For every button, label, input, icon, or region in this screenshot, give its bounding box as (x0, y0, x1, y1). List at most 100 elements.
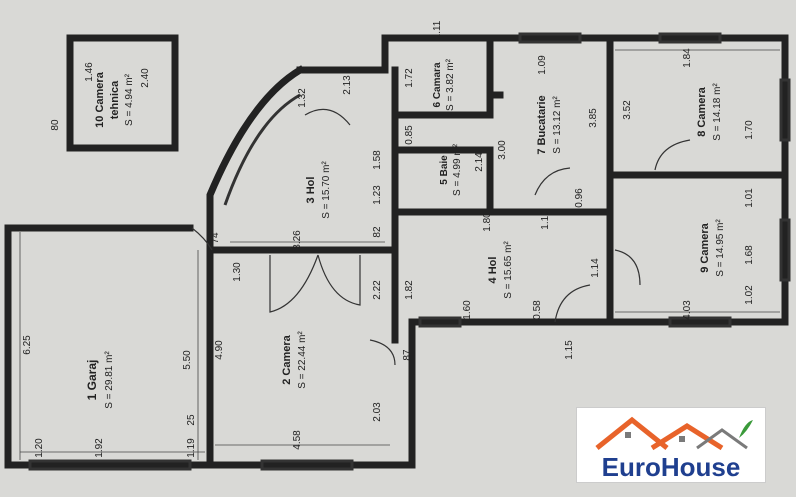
svg-text:1.58: 1.58 (372, 150, 383, 170)
svg-text:3.26: 3.26 (292, 230, 303, 250)
svg-text:1.15: 1.15 (564, 340, 575, 360)
window (260, 459, 354, 471)
window (779, 78, 791, 142)
svg-text:8 Camera: 8 Camera (696, 86, 708, 136)
svg-text:3 Hol: 3 Hol (305, 177, 317, 204)
door-swing (554, 284, 591, 323)
svg-text:3.52: 3.52 (622, 100, 633, 120)
svg-text:1.84: 1.84 (682, 48, 693, 68)
door-swing (369, 339, 396, 366)
svg-text:1.11: 1.11 (432, 20, 443, 39)
room-1-garage: 1 Garaj S = 29.81 m² (85, 351, 115, 409)
window (779, 218, 791, 282)
svg-text:7 Bucatarie: 7 Bucatarie (536, 95, 548, 154)
window (28, 459, 192, 471)
room-9-camera: 9 Camera S = 14.95 m² (699, 219, 726, 277)
svg-text:S = 14.18 m²: S = 14.18 m² (712, 83, 723, 141)
svg-text:1.14: 1.14 (590, 258, 601, 278)
svg-text:1.02: 1.02 (744, 285, 755, 305)
svg-text:4.58: 4.58 (292, 430, 303, 450)
svg-text:1.23: 1.23 (372, 185, 383, 205)
hall-left-wall (206, 65, 305, 244)
svg-text:S = 29.81 m²: S = 29.81 m² (104, 351, 115, 409)
door-swing (269, 254, 319, 313)
svg-text:25: 25 (186, 414, 197, 426)
svg-text:5 Baie: 5 Baie (439, 155, 450, 185)
svg-text:S = 22.44 m²: S = 22.44 m² (297, 331, 308, 389)
svg-text:tehnica: tehnica (109, 80, 121, 119)
svg-text:2 Camera: 2 Camera (281, 334, 293, 384)
room-8-camera: 8 Camera S = 14.18 m² (696, 83, 723, 141)
svg-text:0.58: 0.58 (532, 300, 543, 320)
door-swing (317, 254, 361, 306)
svg-text:82: 82 (372, 226, 383, 238)
window (518, 32, 582, 44)
svg-text:1 Garaj: 1 Garaj (85, 360, 99, 401)
room-10-camera-tehnica: 10 Camera tehnica S = 4.94 m² (94, 71, 135, 128)
svg-text:74: 74 (210, 232, 221, 244)
svg-text:2.03: 2.03 (372, 402, 383, 422)
svg-text:3.85: 3.85 (588, 108, 599, 128)
eurohouse-logo: EuroHouse (576, 407, 766, 483)
svg-text:1.32: 1.32 (297, 88, 308, 108)
svg-text:87: 87 (402, 349, 413, 361)
svg-text:5.50: 5.50 (182, 350, 193, 370)
svg-text:2.13: 2.13 (342, 75, 353, 95)
house-roof-icon (595, 416, 753, 451)
room-6-camara: 6 Camara S = 3.82 m² (432, 58, 456, 111)
svg-text:1.60: 1.60 (462, 300, 473, 320)
svg-text:0.96: 0.96 (574, 188, 585, 208)
svg-text:4.90: 4.90 (214, 340, 225, 360)
svg-text:S = 15.70 m²: S = 15.70 m² (321, 161, 332, 219)
room-5-baie: 5 Baie S = 4.99 m² (439, 143, 463, 196)
svg-text:S = 13.12 m²: S = 13.12 m² (552, 96, 563, 154)
svg-text:10 Camera: 10 Camera (94, 71, 106, 128)
svg-text:2.22: 2.22 (372, 280, 383, 300)
svg-text:1.30: 1.30 (232, 262, 243, 282)
svg-text:S = 4.94 m²: S = 4.94 m² (124, 73, 135, 126)
svg-text:0.85: 0.85 (404, 125, 415, 145)
svg-text:1.01: 1.01 (744, 188, 755, 208)
bath-wall (391, 146, 494, 216)
pantry-wall (391, 36, 494, 119)
svg-text:S = 4.99 m²: S = 4.99 m² (452, 143, 463, 196)
svg-text:1.09: 1.09 (537, 55, 548, 75)
logo-wordmark: EuroHouse (601, 452, 741, 482)
door-swing (654, 139, 691, 171)
svg-text:1.46: 1.46 (84, 62, 95, 82)
svg-text:80: 80 (50, 119, 61, 131)
svg-text:4 Hol: 4 Hol (487, 257, 499, 284)
room-2-camera: 2 Camera S = 22.44 m² (281, 331, 308, 389)
svg-text:9 Camera: 9 Camera (699, 222, 711, 272)
svg-text:S = 3.82 m²: S = 3.82 m² (445, 58, 456, 111)
dimension-labels: 6.25 5.50 4.90 1.20 1.92 1.19 4.58 2.03 … (22, 20, 755, 458)
svg-text:1.20: 1.20 (34, 438, 45, 458)
svg-text:1.82: 1.82 (404, 280, 415, 300)
svg-text:3.00: 3.00 (497, 140, 508, 160)
svg-text:2.14: 2.14 (474, 152, 485, 172)
svg-text:1.72: 1.72 (404, 68, 415, 88)
svg-text:1.10: 1.10 (540, 210, 551, 230)
svg-text:6 Camara: 6 Camara (432, 62, 443, 107)
room-7-bucatarie: 7 Bucatarie S = 13.12 m² (536, 95, 563, 154)
window (658, 32, 722, 44)
svg-text:1.70: 1.70 (744, 120, 755, 140)
svg-text:S = 14.95 m²: S = 14.95 m² (715, 219, 726, 277)
window (418, 316, 462, 328)
door-swing (614, 249, 641, 286)
door-swing (304, 108, 351, 126)
svg-text:4.03: 4.03 (682, 300, 693, 320)
room-4-hol: 4 Hol S = 15.65 m² (487, 241, 514, 299)
door-swing (534, 167, 571, 196)
stair-curve (223, 93, 301, 206)
technical-room (66, 34, 179, 152)
svg-text:S = 15.65 m²: S = 15.65 m² (503, 241, 514, 299)
svg-text:1.80: 1.80 (482, 212, 493, 232)
svg-text:1.68: 1.68 (744, 245, 755, 265)
svg-text:2.40: 2.40 (140, 68, 151, 88)
window (668, 316, 732, 328)
svg-text:6.25: 6.25 (22, 335, 33, 355)
room-3-hol: 3 Hol S = 15.70 m² (305, 161, 332, 219)
svg-text:1.19: 1.19 (186, 438, 197, 458)
door-swing (191, 227, 213, 251)
